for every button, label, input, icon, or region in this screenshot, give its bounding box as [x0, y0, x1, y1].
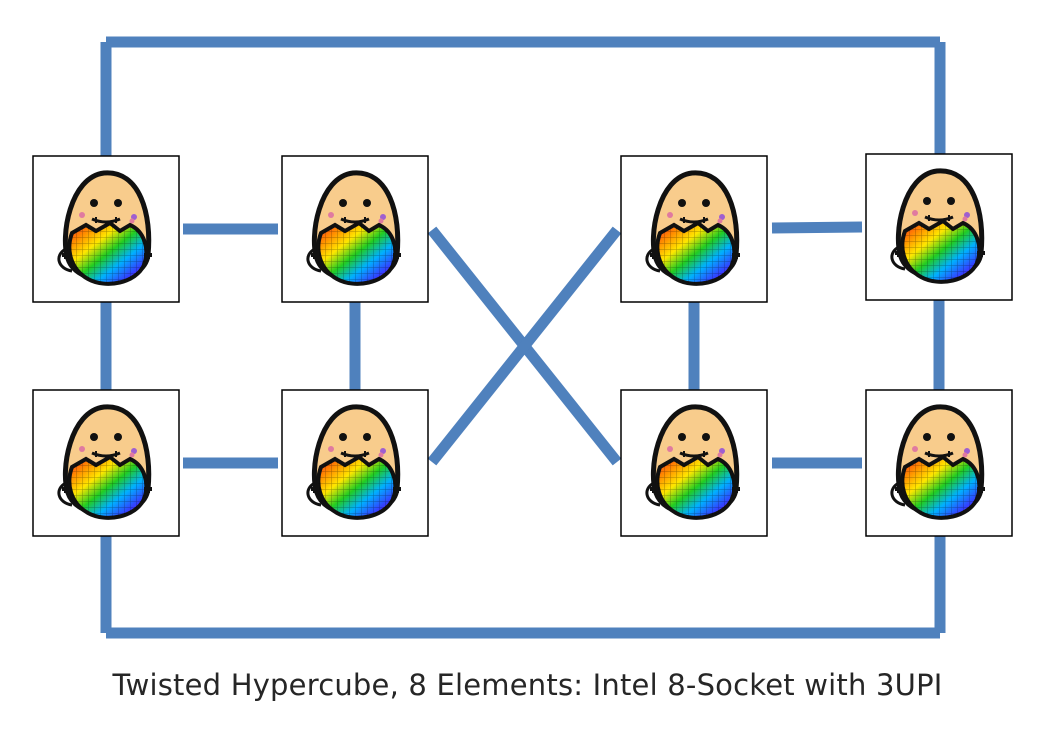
link-n6-n3 [427, 226, 622, 466]
node-n4 [865, 153, 1013, 301]
diagram-caption: Twisted Hypercube, 8 Elements: Intel 8-S… [112, 668, 943, 702]
link-n3-n4 [771, 221, 863, 234]
node-n3 [620, 155, 768, 303]
node-n8 [865, 389, 1013, 537]
node-n7 [620, 389, 768, 537]
node-n5 [32, 389, 180, 537]
node-n2 [281, 155, 429, 303]
node-n6 [281, 389, 429, 537]
node-n1 [32, 155, 180, 303]
link-n1-n4 [100, 36, 946, 156]
link-n5-n8 [100, 536, 946, 639]
